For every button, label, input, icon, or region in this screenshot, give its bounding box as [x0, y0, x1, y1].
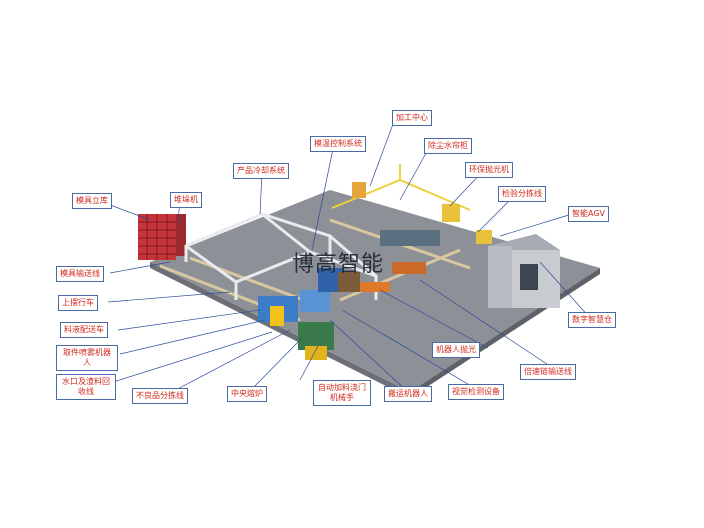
label-spray-robot: 取件喷雾机器人 [56, 345, 118, 371]
label-speed-chain: 倍速链输送线 [520, 364, 576, 380]
label-temp-control: 模温控制系统 [310, 136, 366, 152]
label-robot-polish: 机器人抛光 [432, 342, 480, 358]
label-inspect-sort: 检验分拣线 [498, 186, 546, 202]
label-overhead-crane: 上摆行车 [58, 295, 98, 311]
watermark-text: 博高智能 [292, 252, 385, 277]
mold-rack [138, 214, 186, 260]
label-stacker: 堆垛机 [170, 192, 202, 208]
label-mold-rack: 模具立库 [72, 193, 112, 209]
label-handling-robot: 搬运机器人 [384, 386, 432, 402]
label-central-furnace: 中央熔炉 [227, 386, 267, 402]
robot-cells [331, 164, 492, 292]
label-digital-warehouse: 数字智慧仓 [568, 312, 616, 328]
digital-warehouse [488, 234, 560, 308]
label-reject-sort: 不良品分拣线 [132, 388, 188, 404]
label-smart-agv: 智能AGV [568, 206, 610, 222]
label-vision-inspection: 视觉检测设备 [448, 384, 504, 400]
label-eco-polisher: 环保抛光机 [465, 162, 513, 178]
label-dust-water: 除尘水帘柜 [424, 138, 472, 154]
label-water-recycle: 水口及渣料回收线 [56, 374, 116, 400]
label-machining-center: 加工中心 [392, 110, 432, 126]
production-machines [258, 268, 360, 360]
label-material-delivery: 料液配送车 [60, 322, 108, 338]
label-mold-conveyor: 模具输送线 [56, 266, 104, 282]
label-auto-loader: 自动加料浇门机械手 [313, 380, 371, 406]
callout-leaders [104, 115, 591, 395]
label-product-cooling: 产品冷却系统 [233, 163, 289, 179]
